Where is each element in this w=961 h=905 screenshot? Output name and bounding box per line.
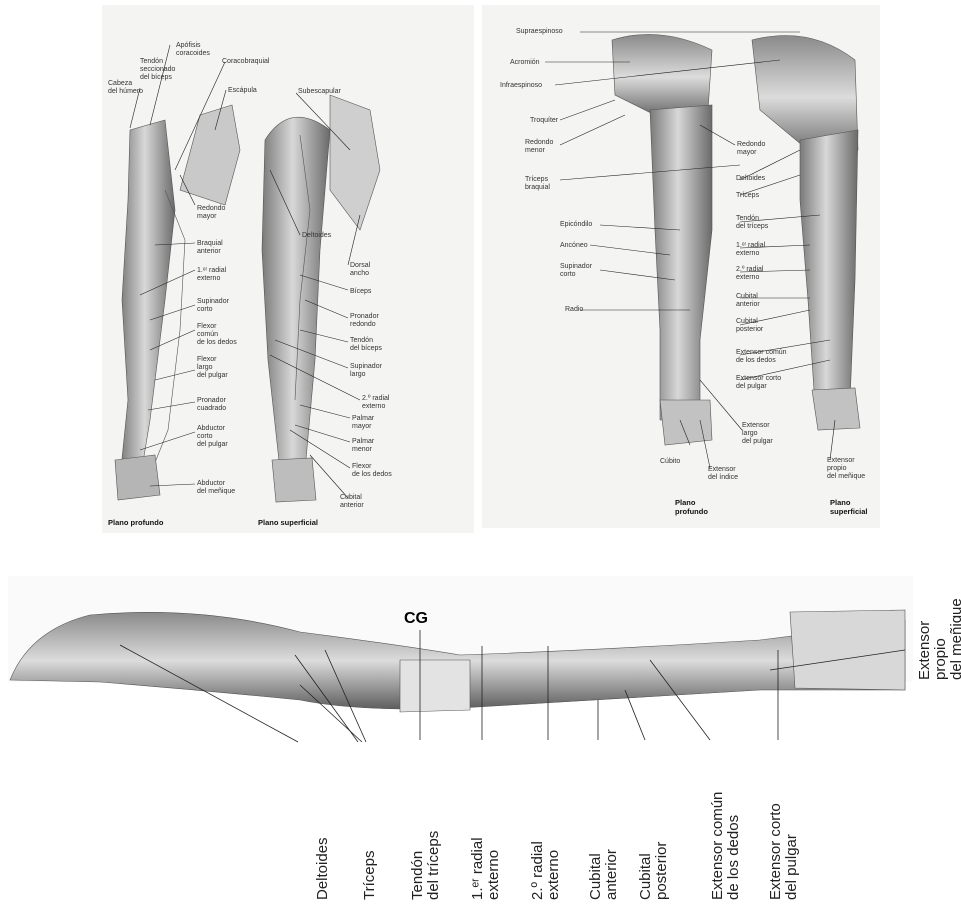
- label-cubital-anterior-p2: Cubital anterior: [736, 293, 760, 309]
- label-extensor-indice: Extensor del índice: [708, 466, 738, 482]
- label-supinador-largo: Supinador largo: [350, 363, 382, 379]
- label-cubito: Cúbito: [660, 458, 680, 466]
- label-triceps-braquial: Tríceps braquial: [525, 176, 550, 192]
- label-palmar-menor: Palmar menor: [352, 438, 374, 454]
- label-palmar-mayor: Palmar mayor: [352, 415, 374, 431]
- label-cubital-posterior-p2: Cubital posterior: [736, 318, 763, 334]
- label-anconeo: Ancóneo: [560, 242, 588, 250]
- label-extensor-largo-pulgar: Extensor largo del pulgar: [742, 422, 773, 446]
- label-apofisis-coracoides: Apófisis coracoides: [176, 42, 210, 58]
- label-tendon-biceps: Tendón del bíceps: [350, 337, 382, 353]
- caption-plano-superficial-p1: Plano superficial: [258, 518, 318, 527]
- label-deltoides-p2: Deltoides: [736, 175, 765, 183]
- label-1-radial-externo: 1.ᵉʳ radial externo: [197, 267, 226, 283]
- label-tendon-triceps-p3: Tendón del tríceps: [410, 831, 442, 900]
- label-cubital-posterior-p3: Cubital posterior: [638, 842, 670, 900]
- label-coracobraquial: Coracobraquial: [222, 58, 269, 66]
- label-abductor-corto-pulgar: Abductor corto del pulgar: [197, 425, 228, 449]
- label-flexor-largo-pulgar: Flexor largo del pulgar: [197, 356, 228, 380]
- caption-plano-superficial-p2: Plano superficial: [830, 498, 868, 516]
- label-extensor-corto-pulgar-p2: Extensor corto del pulgar: [736, 375, 781, 391]
- label-deltoides-p1: Deltoides: [302, 232, 331, 240]
- label-2-radial-externo-p1: 2.º radial externo: [362, 395, 389, 411]
- label-2-radial-externo-p2: 2.º radial externo: [736, 266, 763, 282]
- label-extensor-comun-p3: Extensor común de los dedos: [710, 792, 742, 900]
- label-redondo-mayor: Redondo mayor: [197, 205, 225, 221]
- label-acromion: Acromión: [510, 59, 540, 67]
- label-escapula: Escápula: [228, 87, 257, 95]
- label-triceps-p2: Tríceps: [736, 192, 759, 200]
- label-1-radial-externo-p2: 1.ᵉʳ radial externo: [736, 242, 765, 258]
- label-supinador-corto-p2: Supinador corto: [560, 263, 592, 279]
- label-tendon-seccionado: Tendón seccionado del bíceps: [140, 58, 175, 82]
- label-biceps: Bíceps: [350, 288, 371, 296]
- label-cabeza-humero: Cabeza del húmero: [108, 80, 143, 96]
- label-cubital-anterior-p3: Cubital anterior: [588, 849, 620, 900]
- label-dorsal-ancho: Dorsal ancho: [350, 262, 370, 278]
- label-cubital-anterior-p1: Cubital anterior: [340, 494, 364, 510]
- label-troquiter: Troquíter: [530, 117, 558, 125]
- label-braquial-anterior: Braquial anterior: [197, 240, 223, 256]
- label-subescapular: Subescapular: [298, 88, 341, 96]
- label-2-radial-externo-p3: 2.º radial externo: [530, 841, 562, 900]
- label-supinador-corto: Supinador corto: [197, 298, 229, 314]
- label-pronador-redondo: Pronador redondo: [350, 313, 379, 329]
- label-supraespinoso: Supraespinoso: [516, 28, 563, 36]
- label-extensor-propio-menique-p2: Extensor propio del meñique: [827, 457, 865, 481]
- caption-plano-profundo-p1: Plano profundo: [108, 518, 163, 527]
- label-radio: Radio: [565, 306, 583, 314]
- arm-deep-posterior: [612, 34, 712, 445]
- label-flexor-dedos: Flexor de los dedos: [352, 463, 392, 479]
- label-extensor-corto-pulgar-p3: Extensor corto del pulgar: [768, 803, 800, 900]
- label-extensor-propio-menique-p3: Extensor propio del meñique: [917, 598, 961, 680]
- cg-marker: CG: [404, 610, 428, 628]
- label-extensor-comun-p2: Extensor común de los dedos: [736, 349, 787, 365]
- arm-superficial-posterior: [752, 36, 860, 431]
- label-redondo-mayor-p2: Redondo mayor: [737, 141, 765, 157]
- label-redondo-menor: Redondo menor: [525, 139, 553, 155]
- label-1-radial-externo-p3: 1.ᵉʳ radial externo: [470, 837, 502, 900]
- label-infraespinoso: Infraespinoso: [500, 82, 542, 90]
- arm-lateral-view: [10, 610, 905, 712]
- label-flexor-comun: Flexor común de los dedos: [197, 323, 237, 347]
- label-pronador-cuadrado: Pronador cuadrado: [197, 397, 226, 413]
- label-deltoides-p3: Deltoides: [315, 837, 331, 900]
- label-epicondilo: Epicóndilo: [560, 221, 592, 229]
- caption-plano-profundo-p2: Plano profundo: [675, 498, 708, 516]
- label-triceps-p3: Tríceps: [362, 851, 378, 900]
- label-abductor-menique: Abductor del meñique: [197, 480, 235, 496]
- label-tendon-triceps-p2: Tendón del tríceps: [736, 215, 768, 231]
